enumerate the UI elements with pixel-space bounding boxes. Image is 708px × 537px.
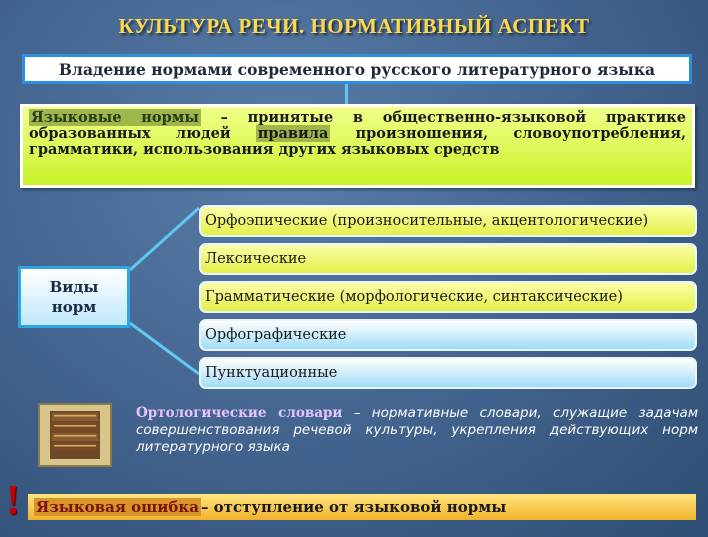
connector-line-1 [128, 206, 201, 272]
banner-connector [345, 84, 348, 104]
dictionaries-text: Ортологические словари – нормативные сло… [136, 405, 698, 456]
error-term: Языковая ошибка [34, 498, 201, 516]
norm-types-box: Виды норм [18, 266, 130, 328]
norm-item-grammatical: Грамматические (морфологические, синтакс… [199, 281, 697, 313]
definition-text-part2: произношения, словоупотребления, граммат… [29, 125, 686, 158]
norm-item-orthographic: Орфографические [199, 319, 697, 351]
norm-types-line1: Виды [49, 278, 99, 296]
norm-item-punctuation: Пунктуационные [199, 357, 697, 389]
bookshelf-icon [38, 403, 112, 467]
definition-rule-word: правила [255, 125, 331, 142]
dictionaries-description: – нормативные словари, служащие задачам … [136, 405, 698, 455]
top-banner: Владение нормами современного русского л… [22, 54, 692, 84]
dictionaries-term: Ортологические словари [136, 405, 343, 421]
exclamation-icon: ! [6, 478, 20, 524]
error-text: – отступление от языковой нормы [200, 498, 507, 516]
error-bar: Языковая ошибка – отступление от языково… [28, 494, 696, 520]
definition-box: Языковые нормы – принятые в общественно-… [20, 104, 695, 188]
connector-line-2 [129, 321, 200, 376]
page-title: КУЛЬТУРА РЕЧИ. НОРМАТИВНЫЙ АСПЕКТ [118, 14, 590, 38]
norm-item-orthoepic: Орфоэпические (произносительные, акценто… [199, 205, 697, 237]
definition-term: Языковые нормы [29, 109, 201, 126]
norm-types-line2: норм [51, 298, 97, 316]
definition-text-part1: – принятые в общественно-языковой практи… [29, 109, 686, 142]
norm-item-lexical: Лексические [199, 243, 697, 275]
